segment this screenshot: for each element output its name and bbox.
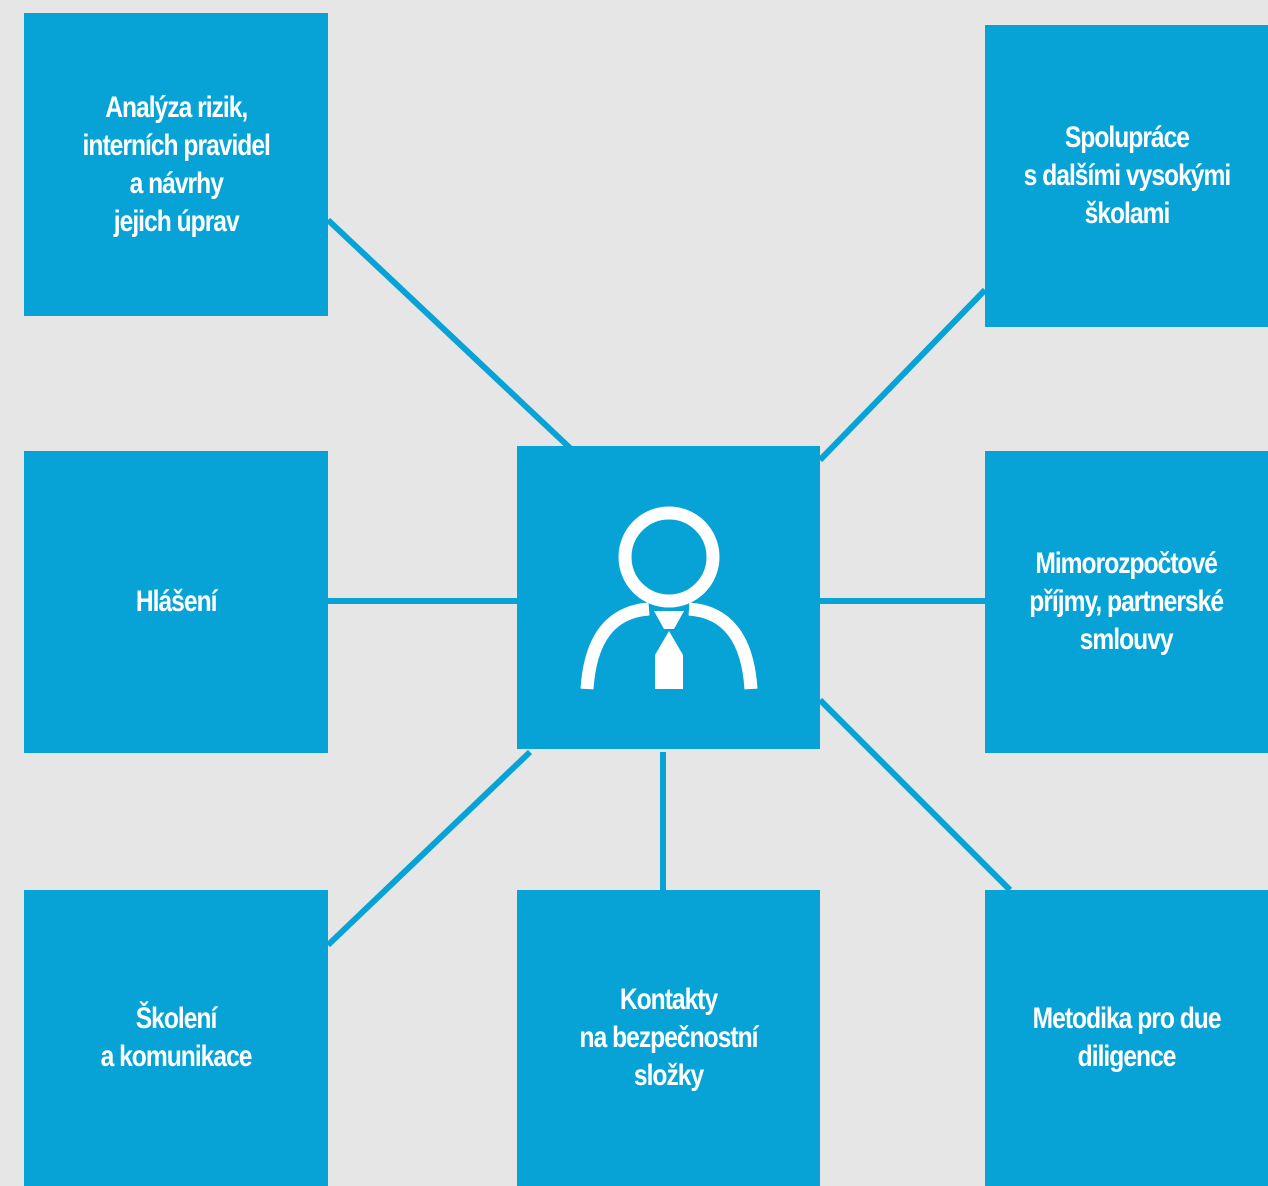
node-security-contacts-label: Kontakty na bezpečnostní složky xyxy=(579,983,759,1092)
node-risk-analysis-label: Analýza rizik, interních pravidel a návr… xyxy=(82,90,270,238)
node-reporting-label: Hlášení xyxy=(135,585,218,618)
node-extra-budget: Mimorozpočtové příjmy, partnerské smlouv… xyxy=(985,451,1268,753)
connector-training xyxy=(325,749,533,948)
node-training-label: Školení a komunikace xyxy=(100,1002,253,1073)
node-security-contacts: Kontakty na bezpečnostní složky xyxy=(517,890,820,1186)
center-node xyxy=(517,446,820,749)
node-cooperation-label: Spolupráce s dalšími vysokými školami xyxy=(1023,121,1231,230)
node-risk-analysis: Analýza rizik, interních pravidel a návr… xyxy=(24,13,328,316)
node-due-diligence-label: Metodika pro due diligence xyxy=(1032,1002,1222,1073)
node-reporting: Hlášení xyxy=(24,451,328,753)
node-extra-budget-label: Mimorozpočtové příjmy, partnerské smlouv… xyxy=(1029,547,1225,656)
person-icon xyxy=(580,506,757,689)
connector-due-diligence xyxy=(817,697,1013,893)
node-training: Školení a komunikace xyxy=(24,890,328,1186)
connector-risk-analysis xyxy=(325,217,573,451)
connector-cooperation xyxy=(817,287,988,463)
node-due-diligence: Metodika pro due diligence xyxy=(985,890,1268,1186)
node-cooperation: Spolupráce s dalšími vysokými školami xyxy=(985,25,1268,327)
